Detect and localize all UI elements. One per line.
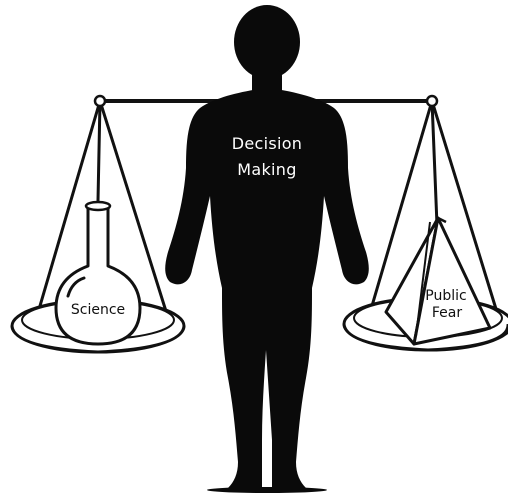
body-label-line2: Making xyxy=(214,161,320,179)
public-fear-label-line2: Fear xyxy=(422,306,472,321)
human-silhouette xyxy=(165,5,369,488)
science-label: Science xyxy=(58,303,138,318)
public-fear-label-line1: Public xyxy=(418,289,474,304)
flask-icon xyxy=(56,202,140,344)
right-pivot xyxy=(427,96,437,106)
left-pivot xyxy=(95,96,105,106)
ground-shadow xyxy=(207,487,327,493)
body-label-line1: Decision xyxy=(214,135,320,153)
